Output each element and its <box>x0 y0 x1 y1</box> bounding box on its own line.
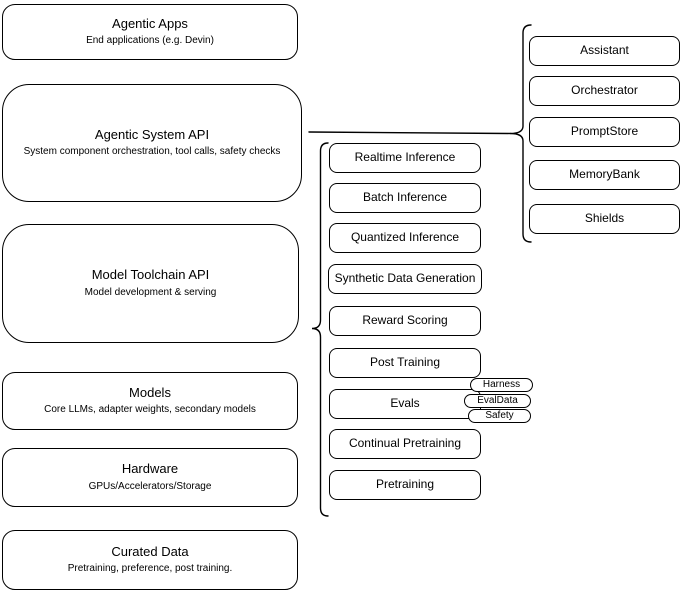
component-box-orchestrator: Orchestrator <box>529 76 680 106</box>
layer-title: Curated Data <box>111 543 189 559</box>
layer-title: Agentic System API <box>94 126 210 142</box>
toolchain-brace <box>311 142 329 517</box>
toolchain-label: Pretraining <box>375 477 435 492</box>
toolchain-label: Synthetic Data Generation <box>334 271 476 286</box>
eval-tag-evaldata: EvalData <box>464 394 531 408</box>
eval-tag-label: EvalData <box>477 395 518 406</box>
component-label: Orchestrator <box>571 83 638 98</box>
eval-tag-safety: Safety <box>468 409 531 423</box>
toolchain-box-reward-scoring: Reward Scoring <box>329 306 481 336</box>
toolchain-box-evals: Evals <box>329 389 481 419</box>
layer-box-model-toolchain-api: Model Toolchain API Model development & … <box>2 224 299 343</box>
toolchain-label: Post Training <box>369 355 441 370</box>
component-box-assistant: Assistant <box>529 36 680 66</box>
toolchain-label: Quantized Inference <box>350 230 460 245</box>
eval-tag-harness: Harness <box>470 378 533 392</box>
toolchain-box-post-training: Post Training <box>329 348 481 378</box>
layer-title: Models <box>129 384 171 400</box>
api-connector-line <box>308 131 512 135</box>
eval-tag-label: Safety <box>485 410 514 421</box>
component-label: Shields <box>584 211 625 226</box>
layer-box-models: Models Core LLMs, adapter weights, secon… <box>2 372 298 430</box>
layer-subtitle: Pretraining, preference, post training. <box>67 563 233 575</box>
components-brace <box>510 24 532 243</box>
layer-subtitle: End applications (e.g. Devin) <box>86 35 214 47</box>
layer-subtitle: Model development & serving <box>84 286 217 298</box>
layer-title: Model Toolchain API <box>91 267 210 283</box>
toolchain-box-continual-pretraining: Continual Pretraining <box>329 429 481 459</box>
toolchain-box-synthetic-data-generation: Synthetic Data Generation <box>328 264 482 294</box>
layer-box-curated-data: Curated Data Pretraining, preference, po… <box>2 530 298 590</box>
layer-box-hardware: Hardware GPUs/Accelerators/Storage <box>2 448 298 507</box>
toolchain-label: Realtime Inference <box>354 150 456 165</box>
layer-box-agentic-apps: Agentic Apps End applications (e.g. Devi… <box>2 4 298 60</box>
eval-tag-label: Harness <box>482 379 521 390</box>
layer-subtitle: System component orchestration, tool cal… <box>23 146 281 158</box>
component-label: PromptStore <box>570 124 639 139</box>
layer-subtitle: Core LLMs, adapter weights, secondary mo… <box>44 404 256 416</box>
component-box-shields: Shields <box>529 204 680 234</box>
toolchain-label: Evals <box>390 396 420 411</box>
layer-box-agentic-system-api: Agentic System API System component orch… <box>2 84 302 202</box>
layer-subtitle: GPUs/Accelerators/Storage <box>88 480 212 492</box>
component-box-memorybank: MemoryBank <box>529 160 680 190</box>
component-label: Assistant <box>580 43 629 58</box>
toolchain-box-pretraining: Pretraining <box>329 470 481 500</box>
toolchain-label: Batch Inference <box>362 190 448 205</box>
toolchain-box-batch-inference: Batch Inference <box>329 183 481 213</box>
toolchain-label: Continual Pretraining <box>348 436 462 451</box>
layer-title: Hardware <box>121 461 179 477</box>
layer-title: Agentic Apps <box>112 15 188 31</box>
toolchain-box-quantized-inference: Quantized Inference <box>329 223 481 253</box>
toolchain-box-realtime-inference: Realtime Inference <box>329 143 481 173</box>
toolchain-label: Reward Scoring <box>362 313 448 328</box>
component-label: MemoryBank <box>569 167 640 182</box>
component-box-promptstore: PromptStore <box>529 117 680 147</box>
